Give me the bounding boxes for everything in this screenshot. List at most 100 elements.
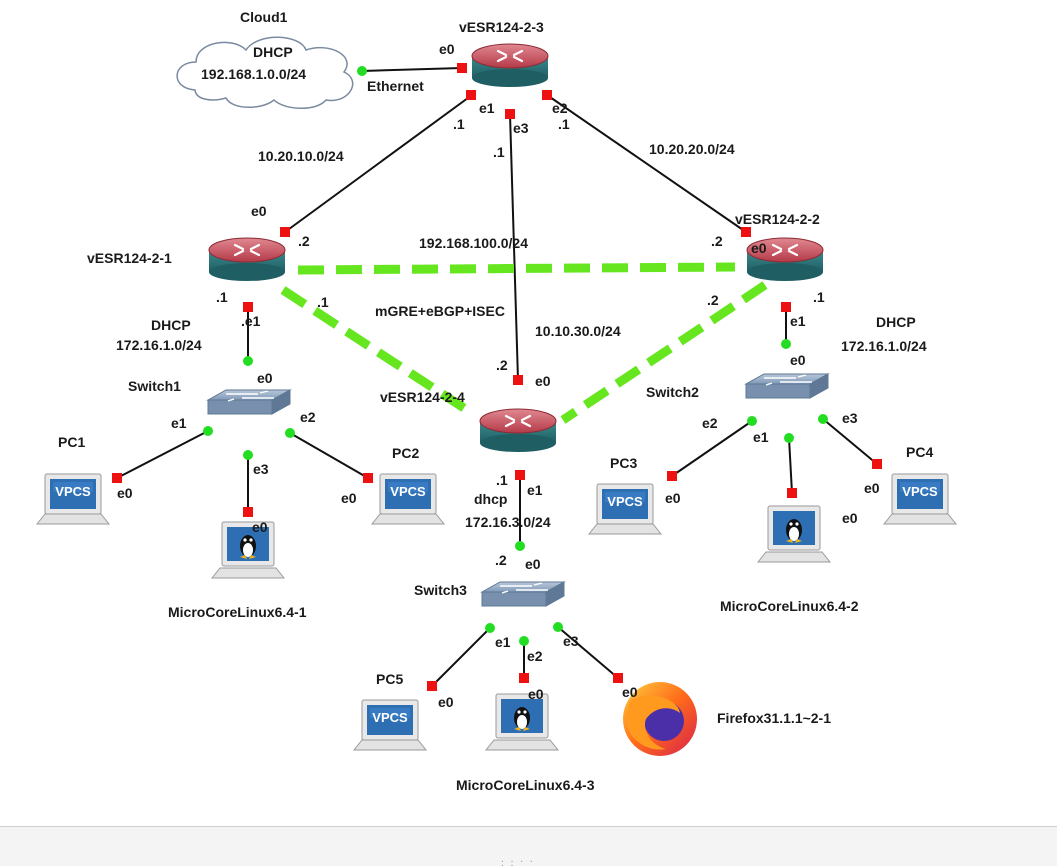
resize-grip-icon[interactable]: . . . . . . [500, 855, 534, 868]
if-r2-a1: .1 [813, 289, 825, 305]
if-r2-t2: .2 [707, 292, 719, 308]
net-label-n3: 10.10.30.0/24 [535, 323, 621, 339]
pc3-badge: VPCS [607, 494, 643, 509]
ports-down [112, 63, 882, 691]
topology-diagram: VPCS VPCS VPCS VPCS VPCS [36, 9, 957, 793]
mcl2-node[interactable] [757, 505, 831, 563]
link-r3-r4 [509, 113, 519, 381]
if-s2-e0: e0 [790, 352, 806, 368]
switch-2[interactable] [745, 373, 829, 399]
if-mcl2-e0: e0 [842, 510, 858, 526]
tunnel-r1-r2 [297, 262, 736, 275]
if-s1-e2: e2 [300, 409, 316, 425]
mcl1-node[interactable] [211, 521, 285, 579]
net-label-tunnel: mGRE+eBGP+ISEC [375, 303, 505, 319]
pc2-badge: VPCS [390, 484, 426, 499]
cloud-title: Cloud1 [240, 9, 288, 25]
port-markers [112, 63, 882, 691]
if-r3-a3: .1 [493, 144, 505, 160]
router-vesr124-2-3[interactable] [470, 42, 550, 89]
cloud-node[interactable] [176, 36, 354, 109]
cloud-link-label: Ethernet [367, 78, 424, 94]
link-r3-r2 [546, 94, 747, 233]
net-label-lan1: 172.16.1.0/24 [116, 337, 202, 353]
if-r3-e1: e1 [479, 100, 495, 116]
if-s2-e2: e2 [702, 415, 718, 431]
mcl3-label: MicroCoreLinux6.4-3 [456, 777, 595, 793]
if-r2-e0: e0 [751, 240, 767, 256]
net-label-lan3: 172.16.3.0/24 [465, 514, 551, 530]
if-s3-a2: .2 [495, 552, 507, 568]
pc2-node[interactable] [371, 473, 445, 525]
if-r4-e1: e1 [527, 482, 543, 498]
pc5-label: PC5 [376, 671, 403, 687]
if-r1-e1: .e1 [241, 313, 261, 329]
mcl3-node[interactable] [485, 693, 559, 751]
if-s2-e3: e3 [842, 410, 858, 426]
if-r2-e1: e1 [790, 313, 806, 329]
link-s3-ff [557, 626, 619, 679]
net-label-lan1-dhcp: DHCP [151, 317, 191, 333]
pc1-badge: VPCS [55, 484, 91, 499]
if-r3-e3: e3 [513, 120, 529, 136]
router-label-r3: vESR124-2-3 [459, 19, 544, 35]
switch-1[interactable] [207, 389, 291, 415]
firefox-label: Firefox31.1.1~2-1 [717, 710, 831, 726]
pc3-node[interactable] [588, 483, 662, 535]
cloud-icon [176, 36, 354, 109]
if-s3-e3: e3 [563, 633, 579, 649]
mcl2-label: MicroCoreLinux6.4-2 [720, 598, 859, 614]
switch-label-2: Switch2 [646, 384, 699, 400]
if-pc5-e0: e0 [438, 694, 454, 710]
if-pc1-e0: e0 [117, 485, 133, 501]
net-label-n2: 10.20.20.0/24 [649, 141, 735, 157]
gre-tunnels [280, 262, 768, 424]
cloud-subnet-label: 192.168.1.0.0/24 [201, 66, 306, 82]
if-r1-a2: .2 [298, 233, 310, 249]
mcl1-label: MicroCoreLinux6.4-1 [168, 604, 307, 620]
net-label-n1: 10.20.10.0/24 [258, 148, 344, 164]
if-r3-a2: .1 [558, 116, 570, 132]
net-label-lan2: 172.16.1.0/24 [841, 338, 927, 354]
if-r4-a1: .1 [496, 472, 508, 488]
if-s1-e0: e0 [257, 370, 273, 386]
if-r1-t1: .1 [317, 294, 329, 310]
switch-label-3: Switch3 [414, 582, 467, 598]
if-r4-a2: .2 [496, 357, 508, 373]
tunnel-r2-r4 [560, 281, 768, 424]
link-s2-pc4 [822, 418, 878, 465]
router-label-r4: vESR124-2-4 [380, 389, 465, 405]
link-s1-pc1 [116, 430, 209, 479]
if-s3-e2: e2 [527, 648, 543, 664]
if-mcl3-e0: e0 [528, 686, 544, 702]
if-r3-e0: e0 [439, 41, 455, 57]
if-pc4-e0: e0 [864, 480, 880, 496]
net-label-lan3-dhcp: dhcp [474, 491, 507, 507]
if-r1-e0: e0 [251, 203, 267, 219]
pc4-node[interactable] [883, 473, 957, 525]
link-s1-pc2 [289, 432, 369, 479]
firefox-node[interactable] [623, 682, 697, 756]
if-s1-e1: e1 [171, 415, 187, 431]
pc1-node[interactable] [36, 473, 110, 525]
pc3-label: PC3 [610, 455, 637, 471]
router-vesr124-2-1[interactable] [207, 236, 287, 283]
interface-labels: e0 e1 e2 e3 .1 .1 .1 e0 .2 .1 .e1 .1 e0 … [117, 41, 880, 710]
link-s2-mcl2 [788, 437, 793, 494]
if-r2-a2: .2 [711, 233, 723, 249]
router-vesr124-2-4[interactable] [478, 407, 558, 454]
if-pc3-e0: e0 [665, 490, 681, 506]
if-r3-e2: e2 [552, 100, 568, 116]
net-label-lan2-dhcp: DHCP [876, 314, 916, 330]
pc5-node[interactable] [353, 699, 427, 751]
switch-3[interactable] [481, 581, 565, 607]
if-r3-a1: .1 [453, 116, 465, 132]
bottom-panel: . . . . . . [0, 826, 1057, 868]
link-s3-pc5 [431, 627, 491, 687]
link-cloud-r3 [361, 67, 463, 72]
if-s2-e1: e1 [753, 429, 769, 445]
if-pc2-e0: e0 [341, 490, 357, 506]
pc5-badge: VPCS [372, 710, 408, 725]
if-mcl1-e0: e0 [252, 519, 268, 535]
